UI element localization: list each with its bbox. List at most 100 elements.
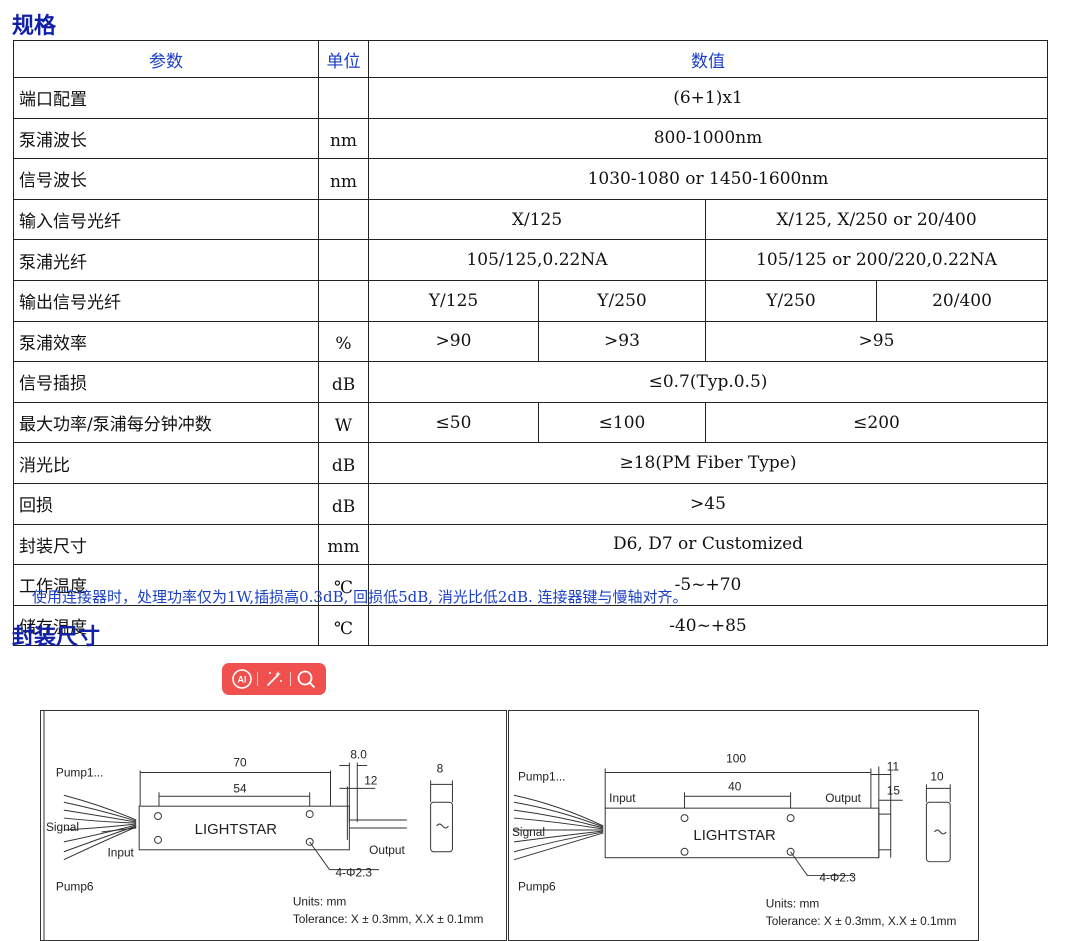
d7-dim-11: 11 (887, 759, 900, 773)
ai-button[interactable]: AI (230, 667, 254, 691)
d7-label-pump1: Pump1... (518, 769, 566, 783)
d7-label-input: Input (609, 791, 636, 805)
param-cell: 储存温度 (13, 604, 319, 647)
value-cell: ≤200 (705, 401, 1048, 444)
value-cell: (6+1)x1 (368, 77, 1048, 119)
ai-icon: AI (231, 669, 252, 689)
drawing-d6: Pump1... Signal Input Pump6 70 54 8.0 12… (40, 710, 507, 941)
value-cell: ≤100 (538, 401, 706, 444)
value-cell: ≤0.7(Typ.0.5) (368, 361, 1048, 403)
value-cell: >95 (705, 320, 1048, 363)
param-cell: 信号插损 (13, 361, 319, 403)
value-cell: Y/250 (538, 279, 706, 322)
d7-label-output: Output (825, 791, 861, 805)
value-cell: 1030-1080 or 1450-1600nm (368, 158, 1048, 200)
d6-dim-12: 12 (364, 773, 377, 787)
unit-cell: % (318, 320, 369, 363)
d6-dim-54: 54 (233, 781, 247, 795)
value-cell: ≥18(PM Fiber Type) (368, 442, 1048, 484)
table-row: 输出信号光纤 Y/125 Y/250 Y/250 20/400 (13, 279, 1048, 322)
table-row: 信号波长 nm 1030-1080 or 1450-1600nm (13, 158, 1048, 200)
d7-units: Units: mm (766, 896, 820, 910)
param-cell: 输入信号光纤 (13, 198, 319, 241)
d6-hole-spec: 4-Φ2.3 (335, 866, 372, 880)
param-cell: 封装尺寸 (13, 523, 319, 566)
search-button[interactable] (294, 667, 318, 691)
value-cell: ≤50 (368, 401, 539, 444)
value-cell: 800-1000nm (368, 117, 1048, 160)
d7-brand: LIGHTSTAR (693, 828, 776, 844)
table-row: 端口配置 (6+1)x1 (13, 77, 1048, 119)
unit-cell: W (318, 401, 369, 444)
table-row: 储存温度 ℃ -40~+85 (13, 604, 1048, 647)
unit-cell: dB (318, 442, 369, 484)
d6-dim-70: 70 (233, 756, 247, 770)
unit-cell: nm (318, 117, 369, 160)
image-toolbar: AI (222, 663, 326, 695)
magic-wand-button[interactable] (262, 667, 286, 691)
d6-units: Units: mm (293, 894, 347, 908)
d7-label-pump6: Pump6 (518, 879, 556, 893)
value-cell: 20/400 (876, 279, 1048, 322)
d6-label-pump1: Pump1... (56, 765, 104, 779)
header-param: 参数 (13, 40, 319, 78)
table-header-row: 参数 单位 数值 (13, 40, 1048, 78)
d6-label-signal: Signal (46, 820, 79, 834)
param-cell: 最大功率/泵浦每分钟冲数 (13, 401, 319, 444)
value-cell: D6, D7 or Customized (368, 523, 1048, 566)
param-cell: 输出信号光纤 (13, 279, 319, 322)
unit-cell (318, 279, 369, 322)
unit-cell: ℃ (318, 604, 369, 647)
value-cell: -40~+85 (368, 604, 1048, 647)
unit-cell: dB (318, 361, 369, 403)
unit-cell: mm (318, 523, 369, 566)
d7-label-signal: Signal (512, 825, 545, 839)
table-row: 最大功率/泵浦每分钟冲数 W ≤50 ≤100 ≤200 (13, 401, 1048, 444)
search-icon (297, 670, 316, 688)
param-cell: 信号波长 (13, 158, 319, 200)
value-cell: 105/125 or 200/220,0.22NA (705, 239, 1048, 281)
unit-cell (318, 198, 369, 241)
param-cell: 回损 (13, 482, 319, 525)
d7-dim-40: 40 (728, 779, 742, 793)
header-unit: 单位 (318, 40, 369, 78)
param-cell: 泵浦光纤 (13, 239, 319, 281)
table-row: 泵浦光纤 105/125,0.22NA 105/125 or 200/220,0… (13, 239, 1048, 281)
d6-dim-8-0: 8.0 (350, 748, 367, 762)
value-cell: 105/125,0.22NA (368, 239, 706, 281)
unit-cell (318, 77, 369, 119)
value-cell: X/125 (368, 198, 706, 241)
unit-cell (318, 239, 369, 281)
header-value: 数值 (368, 40, 1048, 78)
d6-schematic: Pump1... Signal Input Pump6 70 54 8.0 12… (43, 711, 483, 940)
value-cell: >45 (368, 482, 1048, 525)
table-row: 封装尺寸 mm D6, D7 or Customized (13, 523, 1048, 566)
spec-table: 参数 单位 数值 端口配置 (6+1)x1 泵浦波长 nm 800-1000nm… (13, 40, 1048, 647)
d6-label-pump6: Pump6 (56, 879, 94, 893)
d7-tolerance: Tolerance: X ± 0.3mm, X.X ± 0.1mm (766, 914, 957, 928)
d7-schematic: Pump1... Signal Input Pump6 100 40 11 15… (512, 752, 957, 929)
param-cell: 泵浦波长 (13, 117, 319, 160)
table-row: 泵浦波长 nm 800-1000nm (13, 117, 1048, 160)
connector-note: 使用连接器时，处理功率仅为1W,插损高0.3dB, 回损低5dB, 消光比低2d… (32, 588, 688, 606)
d6-label-output: Output (369, 843, 405, 857)
toolbar-divider (289, 672, 291, 686)
drawing-d7: Pump1... Signal Input Pump6 100 40 11 15… (508, 710, 979, 941)
value-cell: >93 (538, 320, 706, 363)
table-row: 消光比 dB ≥18(PM Fiber Type) (13, 442, 1048, 484)
value-cell: >90 (368, 320, 539, 363)
toolbar-divider (257, 672, 259, 686)
unit-cell: ℃ (318, 564, 369, 606)
magic-wand-icon (267, 671, 282, 686)
value-cell: X/125, X/250 or 20/400 (705, 198, 1048, 241)
table-row: 输入信号光纤 X/125 X/125, X/250 or 20/400 (13, 198, 1048, 241)
ai-icon-label: AI (237, 675, 246, 685)
section-title-spec: 规格 (12, 14, 57, 39)
value-cell: Y/125 (368, 279, 539, 322)
d7-hole-spec: 4-Φ2.3 (819, 871, 856, 885)
section-title-package: 封装尺寸 (12, 625, 101, 650)
d6-dim-8: 8 (437, 761, 444, 775)
param-cell: 泵浦效率 (13, 320, 319, 363)
d6-label-input: Input (107, 846, 134, 860)
d6-brand: LIGHTSTAR (195, 822, 278, 838)
